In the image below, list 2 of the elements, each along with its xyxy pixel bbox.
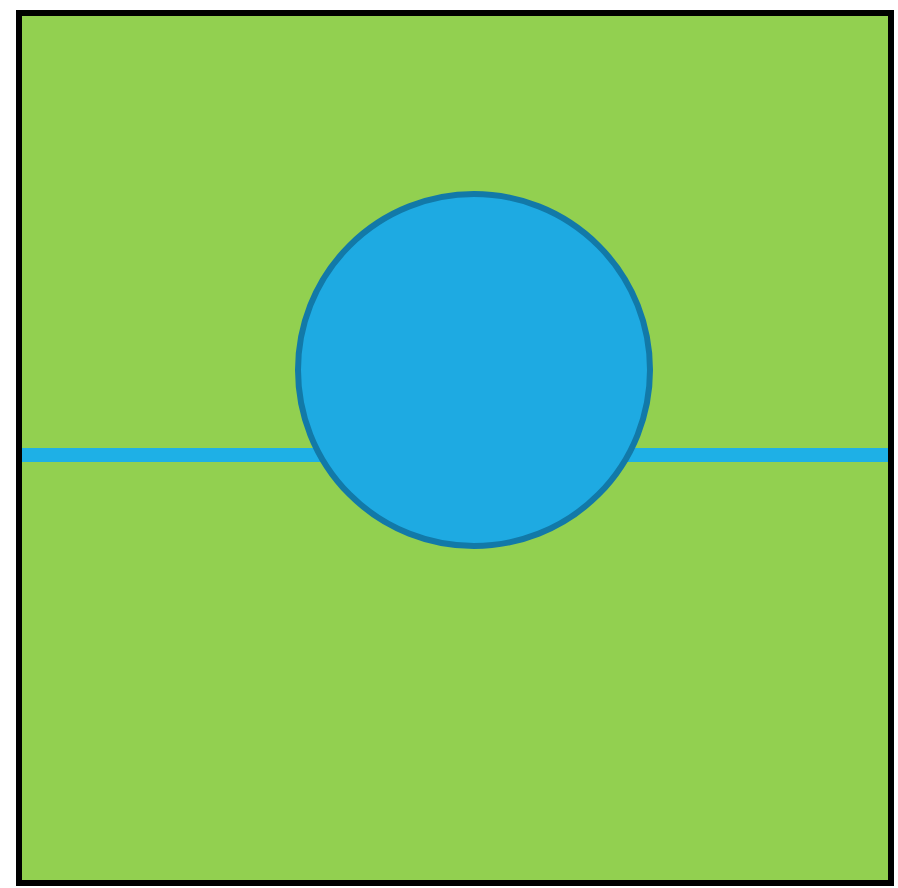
field-square xyxy=(16,10,894,886)
pond-circle xyxy=(295,191,653,549)
